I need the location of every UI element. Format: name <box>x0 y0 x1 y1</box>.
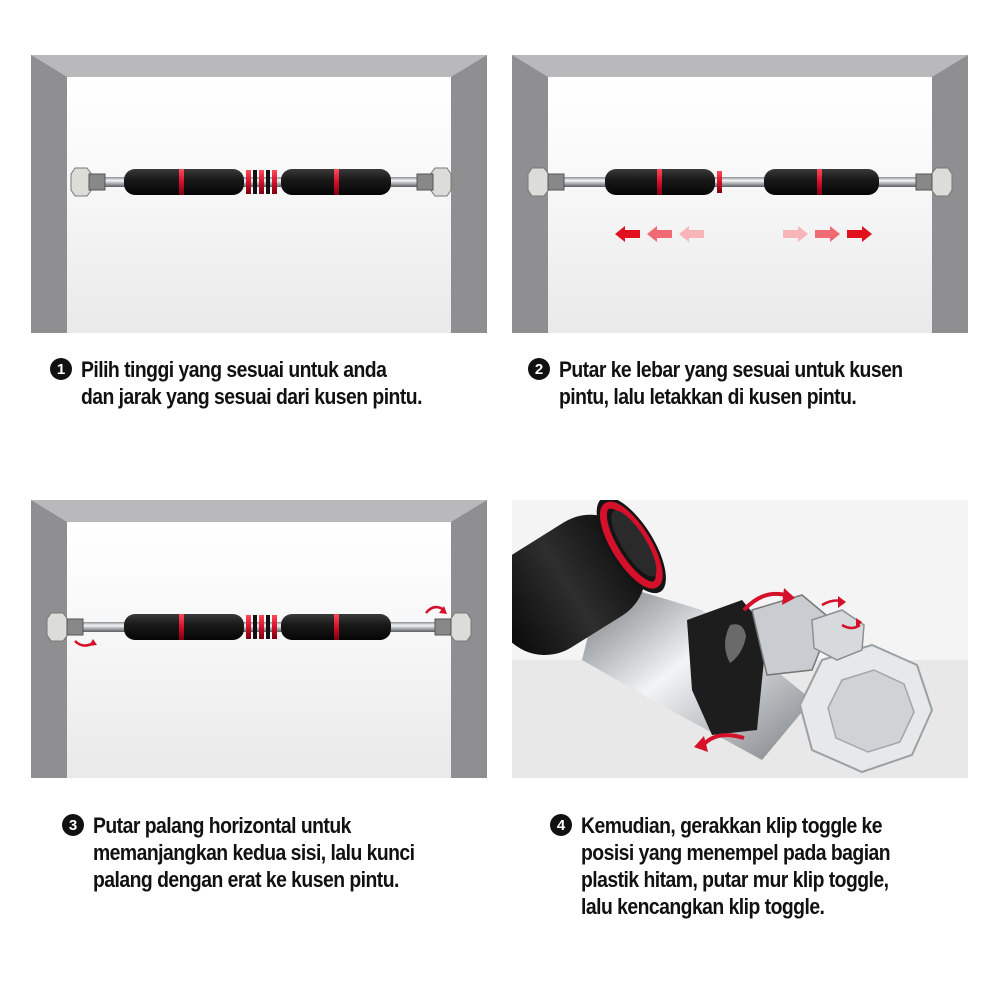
step-text: Pilih tinggi yang sesuai untuk anda dan … <box>81 357 422 409</box>
rotate-arrow-icon <box>702 733 745 746</box>
step-1-instruction: 1 Pilih tinggi yang sesuai untuk anda da… <box>50 356 490 410</box>
step-2-instruction: 2 Putar ke lebar yang sesuai untuk kusen… <box>528 356 988 410</box>
step-4-closeup-illustration <box>512 500 968 778</box>
rotate-arrow-icon <box>841 623 861 630</box>
right-arrows-icon <box>783 226 872 242</box>
step-number-badge: 3 <box>62 814 84 836</box>
step-4-instruction: 4 Kemudian, gerakkan klip toggle ke posi… <box>550 812 990 920</box>
step-2-illustration <box>512 55 968 333</box>
pull-up-bar <box>527 167 953 197</box>
step-1-illustration <box>31 55 487 333</box>
step-text: Putar ke lebar yang sesuai untuk kusen p… <box>559 357 903 409</box>
step-3-illustration <box>31 500 487 778</box>
step-number-badge: 1 <box>50 358 72 380</box>
step-number-badge: 4 <box>550 814 572 836</box>
left-arrows-icon <box>615 226 704 242</box>
step-number-badge: 2 <box>528 358 550 380</box>
pull-up-bar <box>46 612 472 642</box>
step-text: Kemudian, gerakkan klip toggle ke posisi… <box>581 813 891 919</box>
pull-up-bar <box>70 167 452 197</box>
step-text: Putar palang horizontal untuk memanjangk… <box>93 813 415 892</box>
step-3-instruction: 3 Putar palang horizontal untuk memanjan… <box>62 812 502 893</box>
